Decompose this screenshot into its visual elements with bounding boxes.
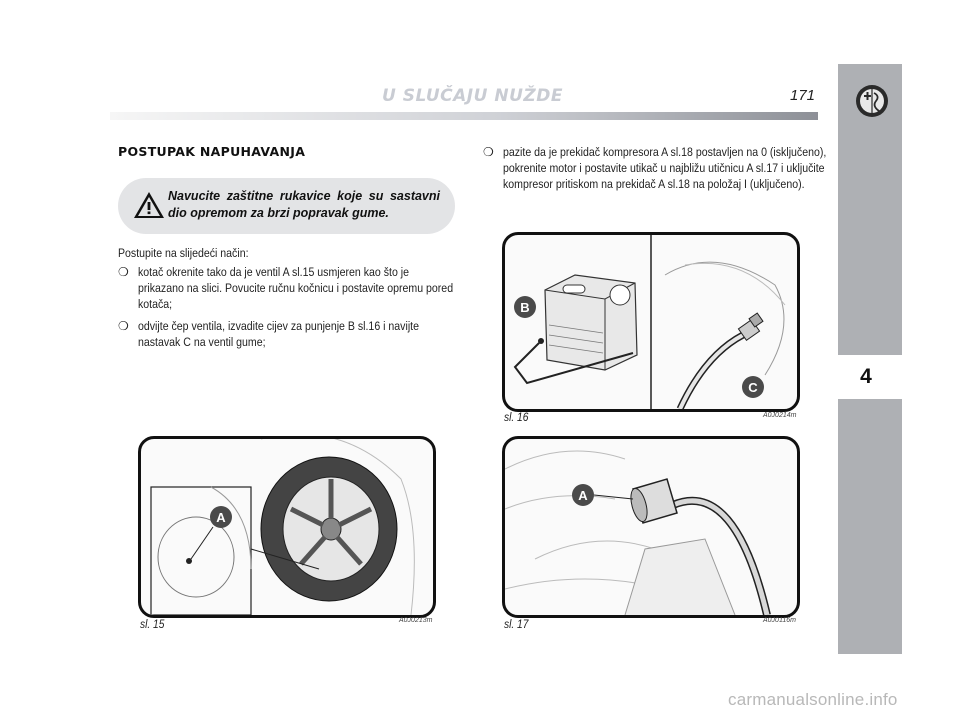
figure-16-code: A0J0214m: [763, 412, 797, 419]
label-b: B: [520, 300, 529, 315]
list-item-text: pazite da je prekidač kompresora A sl.18…: [503, 145, 827, 191]
chapter-number: 4: [830, 355, 902, 399]
figure-17-caption: sl. 17: [504, 617, 529, 631]
figure-17-socket: A: [502, 436, 800, 618]
label-badge-a: A: [572, 484, 594, 506]
figure-17-illustration: A: [505, 450, 771, 615]
bullet-icon: ❍: [118, 319, 129, 333]
section-heading: POSTUPAK NAPUHAVANJA: [118, 144, 306, 159]
list-item-text: kotač okrenite tako da je ventil A sl.15…: [138, 265, 454, 311]
watermark-text: carmanualsonline.info: [728, 690, 898, 709]
page-number: 171: [790, 87, 816, 104]
label-c: C: [748, 380, 758, 395]
label-a: A: [578, 488, 588, 503]
label-badge-a: A: [210, 506, 232, 528]
warning-text: Navucite zaštitne rukavice koje su sasta…: [168, 189, 440, 220]
list-item: ❍ odvijte čep ventila, izvadite cijev za…: [118, 318, 468, 354]
warning-box: [118, 178, 455, 234]
label-a: A: [216, 510, 226, 525]
figure-15-caption: sl. 15: [140, 617, 165, 631]
figure-16-compressor: B C: [502, 232, 800, 412]
figure-15-illustration: A: [150, 439, 415, 615]
warning-triangle-icon: [134, 192, 164, 218]
bullet-icon: ❍: [118, 265, 129, 279]
intro-text: Postupite na slijedeći način:: [118, 246, 249, 260]
label-badge-b: B: [514, 296, 536, 318]
list-item: ❍ pazite da je prekidač kompresora A sl.…: [483, 144, 833, 198]
header-rule: [110, 112, 818, 120]
list-item: ❍ kotač okrenite tako da je ventil A sl.…: [118, 264, 468, 311]
bullet-icon: ❍: [483, 145, 494, 159]
figure-16-illustration: B C: [513, 235, 786, 409]
alfa-romeo-logo-icon: [856, 85, 888, 117]
figure-15-code: A0J0213m: [399, 617, 433, 624]
figure-16-caption: sl. 16: [504, 410, 529, 424]
figure-17-code: A0J0116m: [763, 617, 796, 624]
running-header-title: U SLUČAJU NUŽDE: [382, 86, 563, 106]
figure-15-wheel: A: [138, 436, 436, 618]
label-badge-c: C: [742, 376, 764, 398]
list-item-text: odvijte čep ventila, izvadite cijev za p…: [138, 319, 419, 349]
